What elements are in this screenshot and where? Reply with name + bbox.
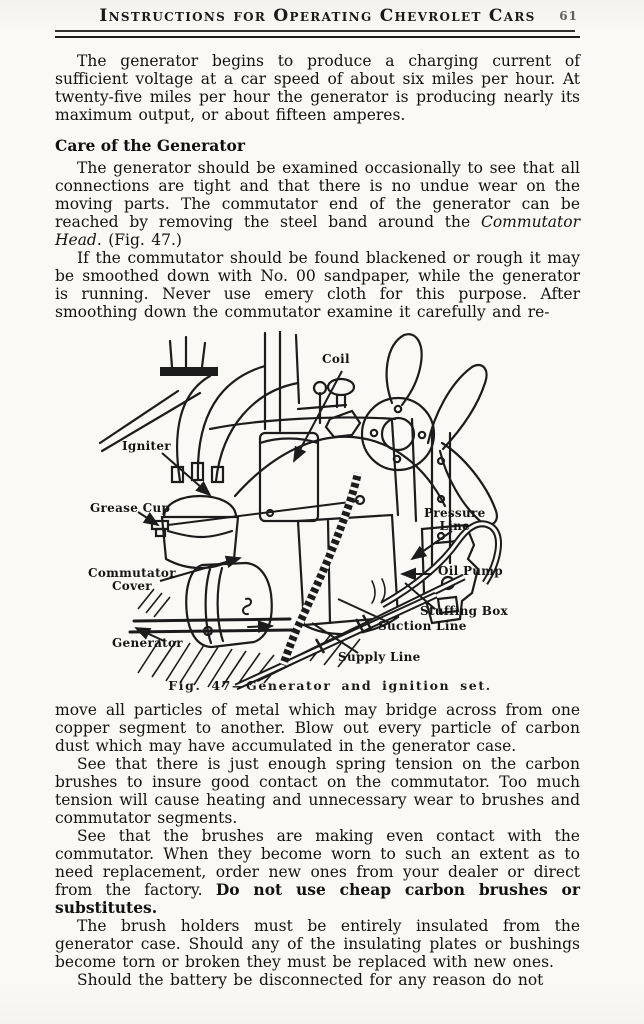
paragraph-metal-particles: move all particles of metal which may br… <box>55 701 580 755</box>
running-title: Instructions for Operating Chevrolet Car… <box>99 6 536 26</box>
paragraph-battery-disconnect: Should the battery be disconnected for a… <box>77 971 544 989</box>
paragraph-examine-generator: The generator should be examined occasio… <box>55 159 580 249</box>
text-run: The generator should be examined occasio… <box>55 159 580 231</box>
coil-arrow <box>293 370 343 463</box>
label-arrows <box>134 370 453 654</box>
figure-caption: Fig. 47—Generator and ignition set. <box>168 678 492 693</box>
header-rule-thin <box>55 30 575 32</box>
generator-arrow <box>134 627 165 642</box>
bold-no-cheap-brushes: Do not use cheap carbon brushes or subst… <box>55 880 580 917</box>
fig-label-grease-cup: Grease Cup <box>90 501 171 515</box>
igniter-arrow <box>161 452 212 497</box>
fig-label-supply-line: Supply Line <box>338 650 421 664</box>
text-run: (Fig. 47.) <box>101 231 182 249</box>
grease-cup-arrow <box>137 511 160 527</box>
fig-label-pressure-line: Pressure Line <box>424 506 486 533</box>
fig-label-suction-line: Suction Line <box>378 619 467 633</box>
fig-label-igniter: Igniter <box>122 439 171 453</box>
generator-illustration <box>98 331 502 691</box>
italic-commutator-head: Commutator Head. <box>55 213 580 249</box>
commutator-cover-arrow <box>159 555 242 582</box>
paragraph-brush-contact: See that the brushes are making even con… <box>55 827 580 917</box>
fig-label-stuffing-box: Stuffing Box <box>420 604 509 618</box>
engine-drawing <box>98 331 498 649</box>
figure-47: Coil Igniter Grease Cup Commutator Cover… <box>60 331 600 693</box>
fig-label-coil: Coil <box>322 352 350 366</box>
paragraph-generator-output: The generator begins to produce a chargi… <box>55 52 580 124</box>
stuffing-box-line <box>404 582 436 610</box>
paragraph-brush-holders: The brush holders must be entirely insul… <box>55 917 580 971</box>
paragraph-commutator-blackened: If the commutator should be found blacke… <box>55 249 580 321</box>
header-rule-thick <box>55 35 580 38</box>
pipes <box>234 472 502 691</box>
supply-line-line <box>311 622 359 654</box>
fig-label-commutator-cover: Commutator Cover <box>88 566 176 593</box>
page-header: Instructions for Operating Chevrolet Car… <box>55 6 580 28</box>
text-run: See that the brushes are making even con… <box>55 827 580 899</box>
pressure-line-arrow <box>410 530 453 561</box>
paragraph-spring-tension: See that there is just enough spring ten… <box>55 755 580 827</box>
section-heading-care-of-generator: Care of the Generator <box>55 136 245 155</box>
fig-label-generator: Generator <box>112 636 183 650</box>
page-number: 61 <box>559 9 578 23</box>
fig-label-oil-pump: Oil Pump <box>438 564 503 578</box>
suction-line-line <box>337 598 391 624</box>
